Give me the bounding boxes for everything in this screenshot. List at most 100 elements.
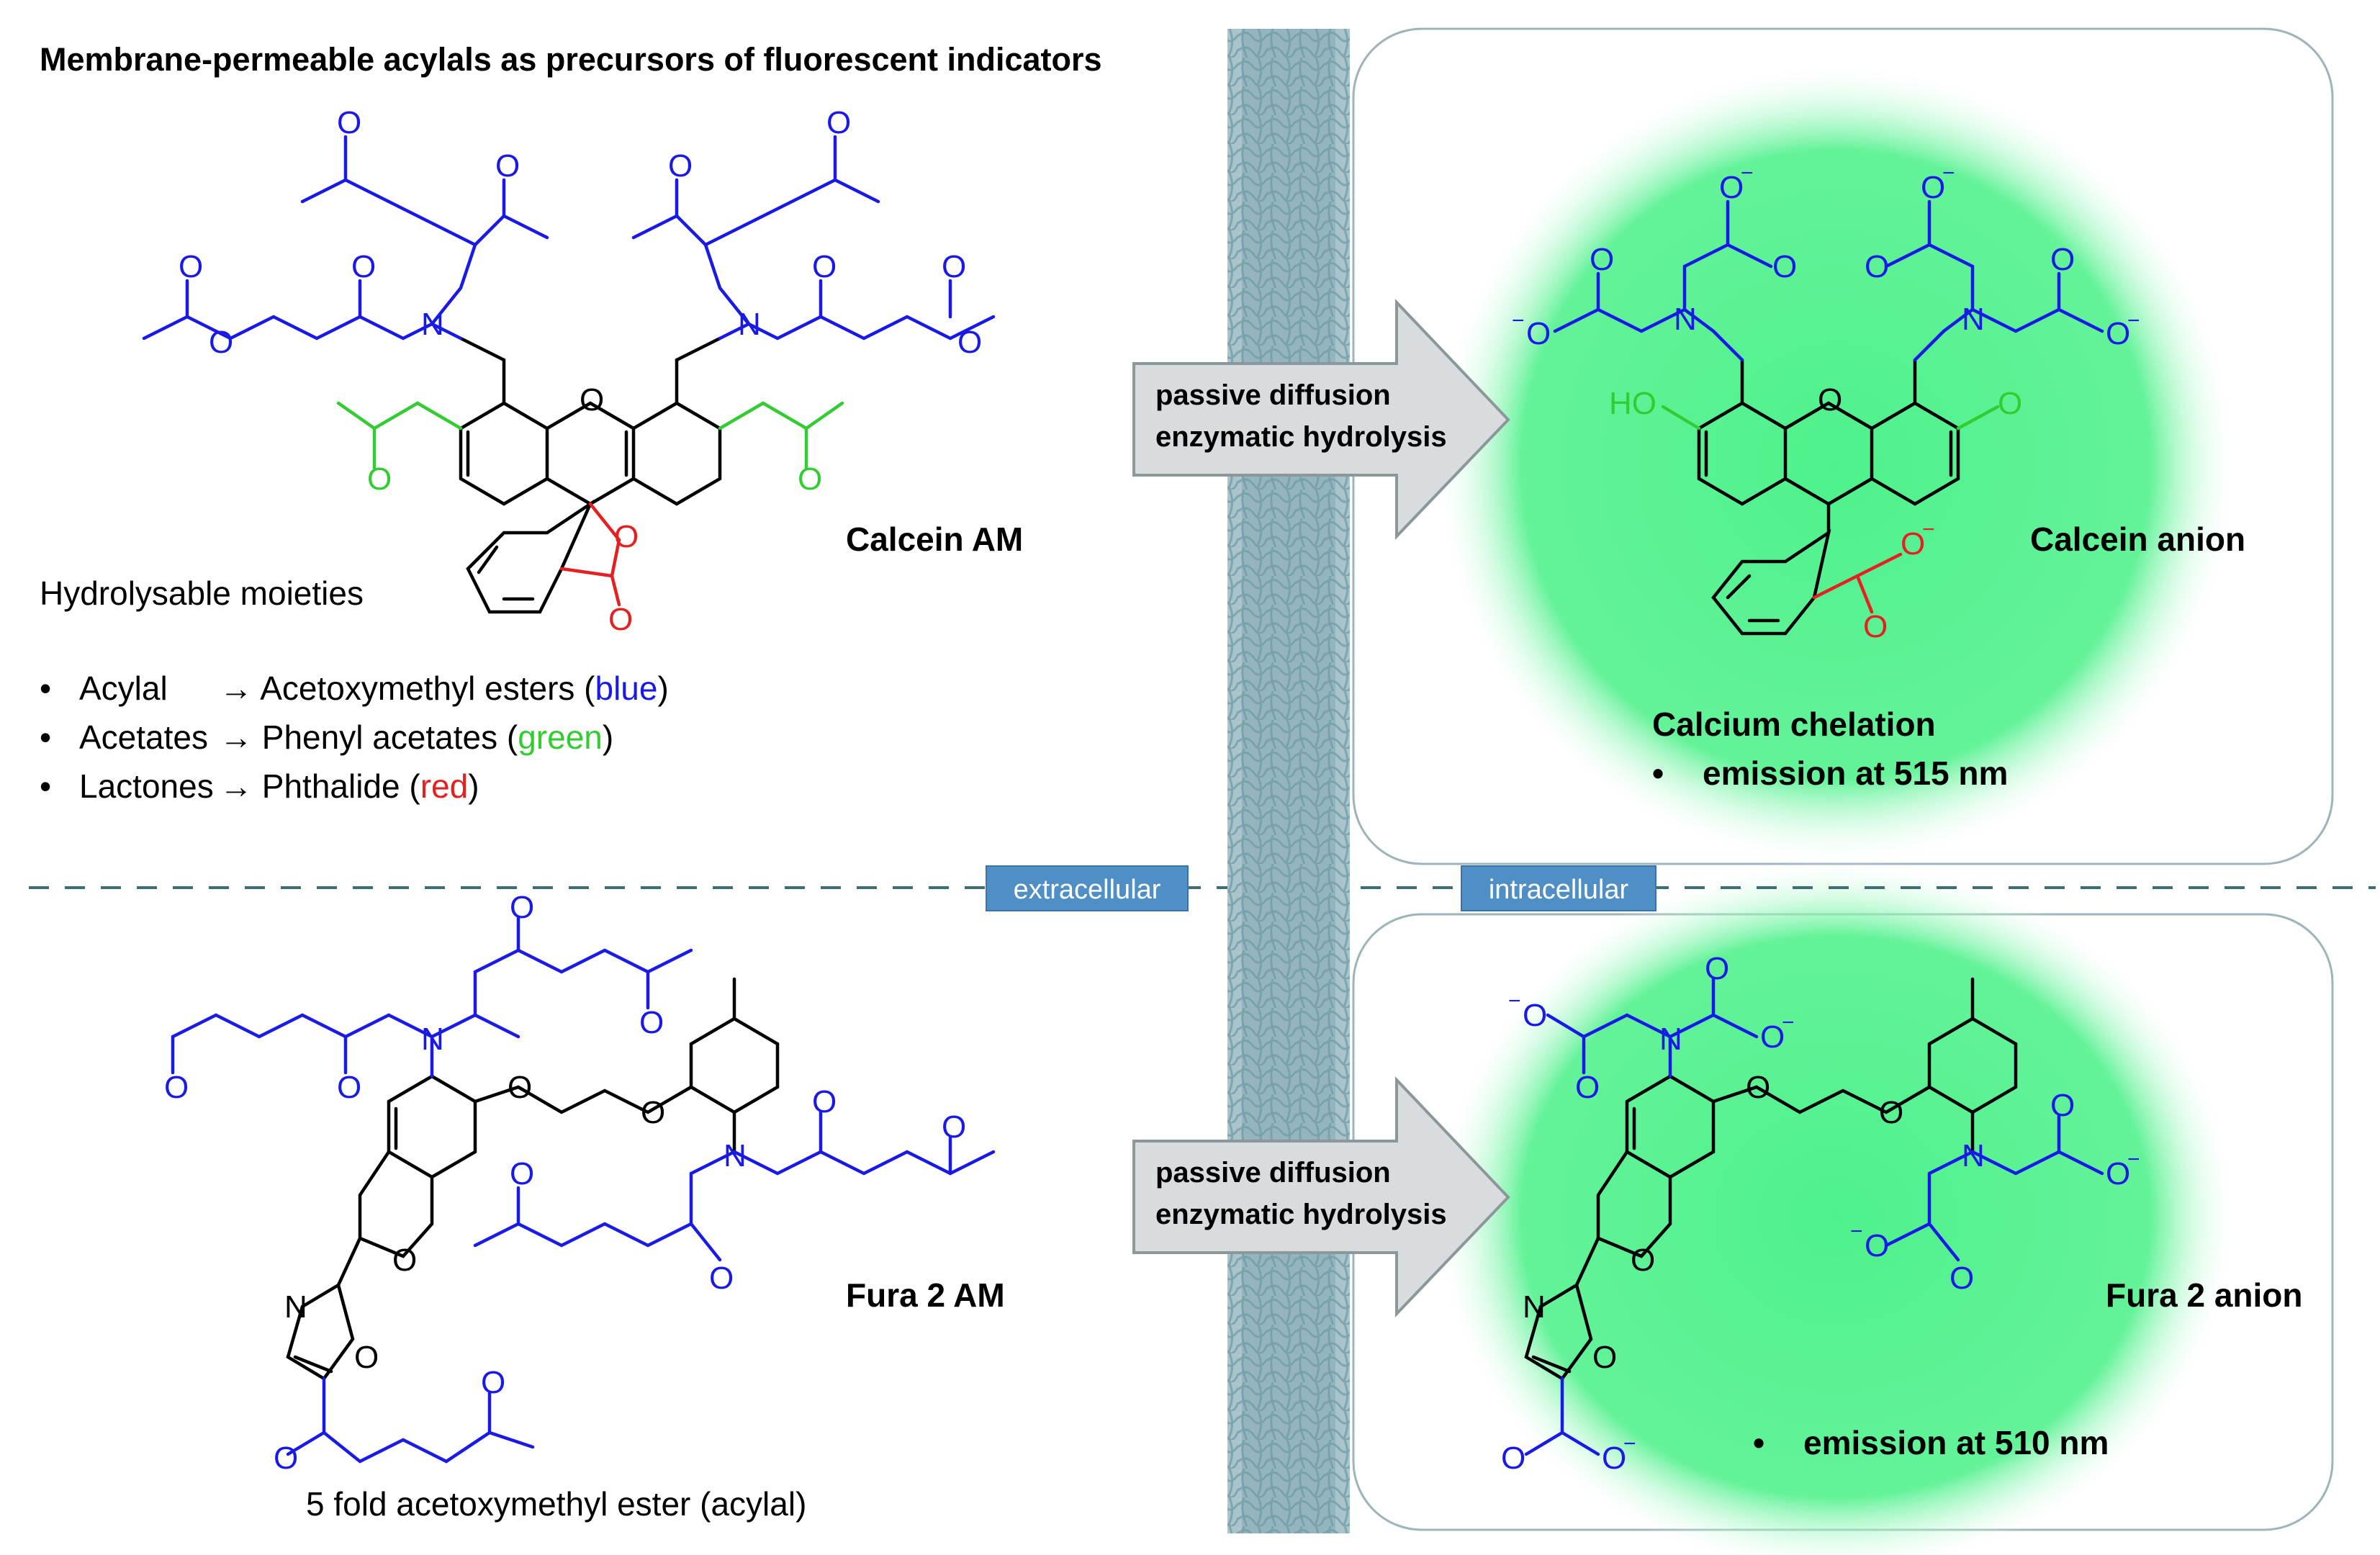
fura2-am-label: Fura 2 AM xyxy=(846,1276,1005,1314)
diffusion-arrow-top: passive diffusion enzymatic hydrolysis xyxy=(1132,298,1510,540)
atom-label: O xyxy=(1719,170,1744,205)
atom-label: N xyxy=(1523,1289,1546,1325)
atom-label: N xyxy=(724,1138,747,1173)
charge-label: − xyxy=(1850,1220,1863,1243)
atom-label: O xyxy=(508,1070,532,1105)
atom-label: N xyxy=(421,1022,444,1057)
lipid-membrane xyxy=(1227,29,1350,1533)
charge-label: − xyxy=(2127,1148,2140,1171)
atom-label: O xyxy=(209,325,233,360)
svg-text:•: • xyxy=(40,718,51,756)
intracellular-tag: intracellular xyxy=(1461,865,1656,911)
atom-label: O xyxy=(1523,998,1547,1033)
hydrolysable-heading: Hydrolysable moieties xyxy=(40,574,364,612)
hydrolysable-list: • Acylal → Acetoxymethyl esters (blue) •… xyxy=(40,670,669,805)
atom-label: O xyxy=(2106,1156,2130,1191)
arrow-label-line2: enzymatic hydrolysis xyxy=(1155,421,1447,453)
atom-label: O xyxy=(1772,249,1797,284)
list-item: • Lactones → Phthalide (red) xyxy=(40,767,479,805)
svg-text:→ Phthalide (red): → Phthalide (red) xyxy=(220,767,479,805)
atom-label: O xyxy=(614,519,639,554)
arrow-label-line1: passive diffusion xyxy=(1155,1157,1391,1189)
atom-label: O xyxy=(1705,951,1729,986)
calcein-emission-text: emission at 515 nm xyxy=(1703,754,2008,792)
atom-label: O xyxy=(1998,386,2022,421)
atom-label: O xyxy=(826,105,851,140)
svg-text:•: • xyxy=(40,767,51,805)
atom-label: O xyxy=(942,249,966,284)
svg-text:Lactones: Lactones xyxy=(79,767,214,805)
atom-label: HO xyxy=(1609,386,1656,421)
atom-label: N xyxy=(738,307,761,342)
fura2-am-note: 5 fold acetoxymethyl ester (acylal) xyxy=(306,1485,806,1523)
charge-label: − xyxy=(1942,161,1955,185)
arrow-label-line2: enzymatic hydrolysis xyxy=(1155,1199,1447,1230)
atom-label: O xyxy=(1526,316,1551,351)
atom-label: O xyxy=(641,1095,665,1130)
atom-label: O xyxy=(709,1261,734,1296)
atom-label: O xyxy=(1501,1441,1525,1476)
atom-label: O xyxy=(639,1005,664,1040)
atom-label: O xyxy=(1863,609,1888,644)
atom-label: O xyxy=(2050,242,2075,277)
atom-label: N xyxy=(1659,1022,1682,1057)
atom-label: O xyxy=(1921,170,1945,205)
charge-label: − xyxy=(1508,989,1521,1013)
atom-label: N xyxy=(1674,302,1697,337)
calcein-anion-label: Calcein anion xyxy=(2030,520,2245,558)
atom-label: O xyxy=(2106,316,2130,351)
atom-label: O xyxy=(957,325,982,360)
atom-label: O xyxy=(1901,526,1925,562)
fura2-anion-label: Fura 2 anion xyxy=(2106,1276,2302,1314)
fura-emission-text: emission at 510 nm xyxy=(1803,1424,2109,1461)
atom-label: O xyxy=(1602,1441,1626,1476)
svg-text:Acetates: Acetates xyxy=(79,718,208,756)
atom-label: O xyxy=(1879,1095,1903,1130)
atom-label: O xyxy=(812,1084,837,1119)
fura-fluorescence-glow xyxy=(1433,857,2239,1555)
svg-text:Acylal: Acylal xyxy=(79,670,168,707)
bullet: • xyxy=(1652,754,1664,792)
atom-label: O xyxy=(942,1109,966,1145)
atom-label: O xyxy=(1575,1070,1600,1105)
atom-label: O xyxy=(1818,382,1842,418)
charge-label: − xyxy=(1623,1432,1636,1456)
atom-label: O xyxy=(510,890,534,925)
atom-label: O xyxy=(1592,1340,1617,1375)
atom-label: O xyxy=(367,461,392,497)
atom-label: N xyxy=(284,1289,307,1325)
atom-label: O xyxy=(164,1070,189,1105)
atom-label: O xyxy=(2050,1088,2075,1123)
atom-label: O xyxy=(812,249,837,284)
atom-label: N xyxy=(421,307,444,342)
atom-label: O xyxy=(481,1365,505,1400)
atom-label: O xyxy=(1760,1019,1785,1055)
fura2-anion-structure xyxy=(1524,977,2104,1456)
charge-label: − xyxy=(1922,518,1935,541)
svg-text:extracellular: extracellular xyxy=(1014,875,1161,905)
bullet: • xyxy=(1753,1424,1764,1461)
atom-label: O xyxy=(510,1156,534,1191)
atom-label: O xyxy=(337,1070,361,1105)
atom-label: O xyxy=(392,1243,417,1278)
atom-label: O xyxy=(608,602,633,637)
svg-text:intracellular: intracellular xyxy=(1489,875,1629,905)
atom-label: N xyxy=(1962,302,1985,337)
charge-label: − xyxy=(1741,161,1754,185)
atom-label: O xyxy=(337,105,361,140)
calcein-anion-structure xyxy=(1553,199,2104,636)
atom-label: N xyxy=(1962,1138,1985,1173)
svg-text:→ Phenyl acetates (green): → Phenyl acetates (green) xyxy=(220,718,613,756)
calcein-fluorescence-glow xyxy=(1433,61,2239,867)
svg-text:→ Acetoxymethyl esters (blue): → Acetoxymethyl esters (blue) xyxy=(220,670,669,707)
figure-title: Membrane-permeable acylals as precursors… xyxy=(40,41,1102,78)
extracellular-tag: extracellular xyxy=(986,865,1189,911)
atom-label: O xyxy=(274,1441,298,1476)
atom-label: O xyxy=(354,1340,379,1375)
atom-label: O xyxy=(1590,242,1614,277)
atom-label: O xyxy=(179,249,203,284)
atom-label: O xyxy=(1865,249,1889,284)
atom-label: O xyxy=(580,382,604,418)
charge-label: − xyxy=(1782,1011,1795,1035)
